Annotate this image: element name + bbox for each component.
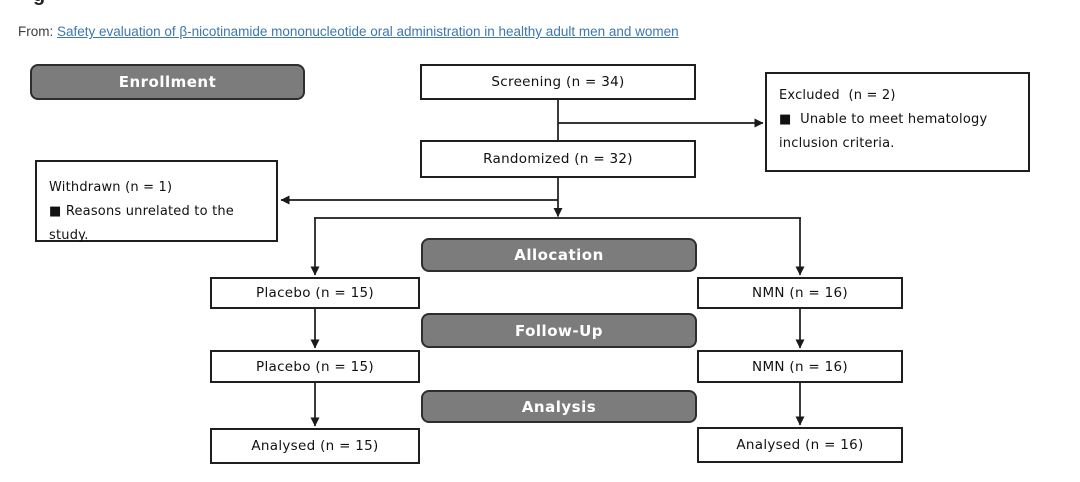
withdrawn-box: Withdrawn (n = 1) ■ Reasons unrelated to… (35, 160, 278, 243)
placebo-allocated-box: Placebo (n = 15) (210, 277, 420, 309)
nmn-followed-box: NMN (n = 16) (697, 350, 903, 383)
stage-analysis: Analysis (421, 390, 697, 423)
placebo-followed-box: Placebo (n = 15) (210, 350, 420, 383)
source-line: From: Safety evaluation of β-nicotinamid… (18, 24, 679, 39)
stage-follow-up: Follow-Up (421, 313, 697, 348)
withdrawn-reason: ■ Reasons unrelated to the study. (49, 204, 239, 243)
excluded-reason: ■ Unable to meet hematology inclusion cr… (779, 112, 992, 151)
withdrawn-title: Withdrawn (n = 1) (49, 180, 173, 195)
screening-box: Screening (n = 34) (420, 64, 696, 100)
from-label: From: (18, 24, 54, 39)
cropped-heading-fragment: g (33, 0, 67, 6)
randomized-box: Randomized (n = 32) (420, 140, 696, 178)
excluded-box: Excluded (n = 2) ■ Unable to meet hemato… (765, 72, 1030, 172)
stage-allocation: Allocation (421, 238, 697, 272)
excluded-title: Excluded (n = 2) (779, 88, 896, 103)
nmn-analysed-box: Analysed (n = 16) (697, 427, 903, 463)
placebo-analysed-box: Analysed (n = 15) (210, 428, 420, 464)
nmn-allocated-box: NMN (n = 16) (697, 277, 903, 309)
stage-enrollment: Enrollment (30, 64, 305, 100)
article-link[interactable]: Safety evaluation of β-nicotinamide mono… (57, 24, 679, 39)
